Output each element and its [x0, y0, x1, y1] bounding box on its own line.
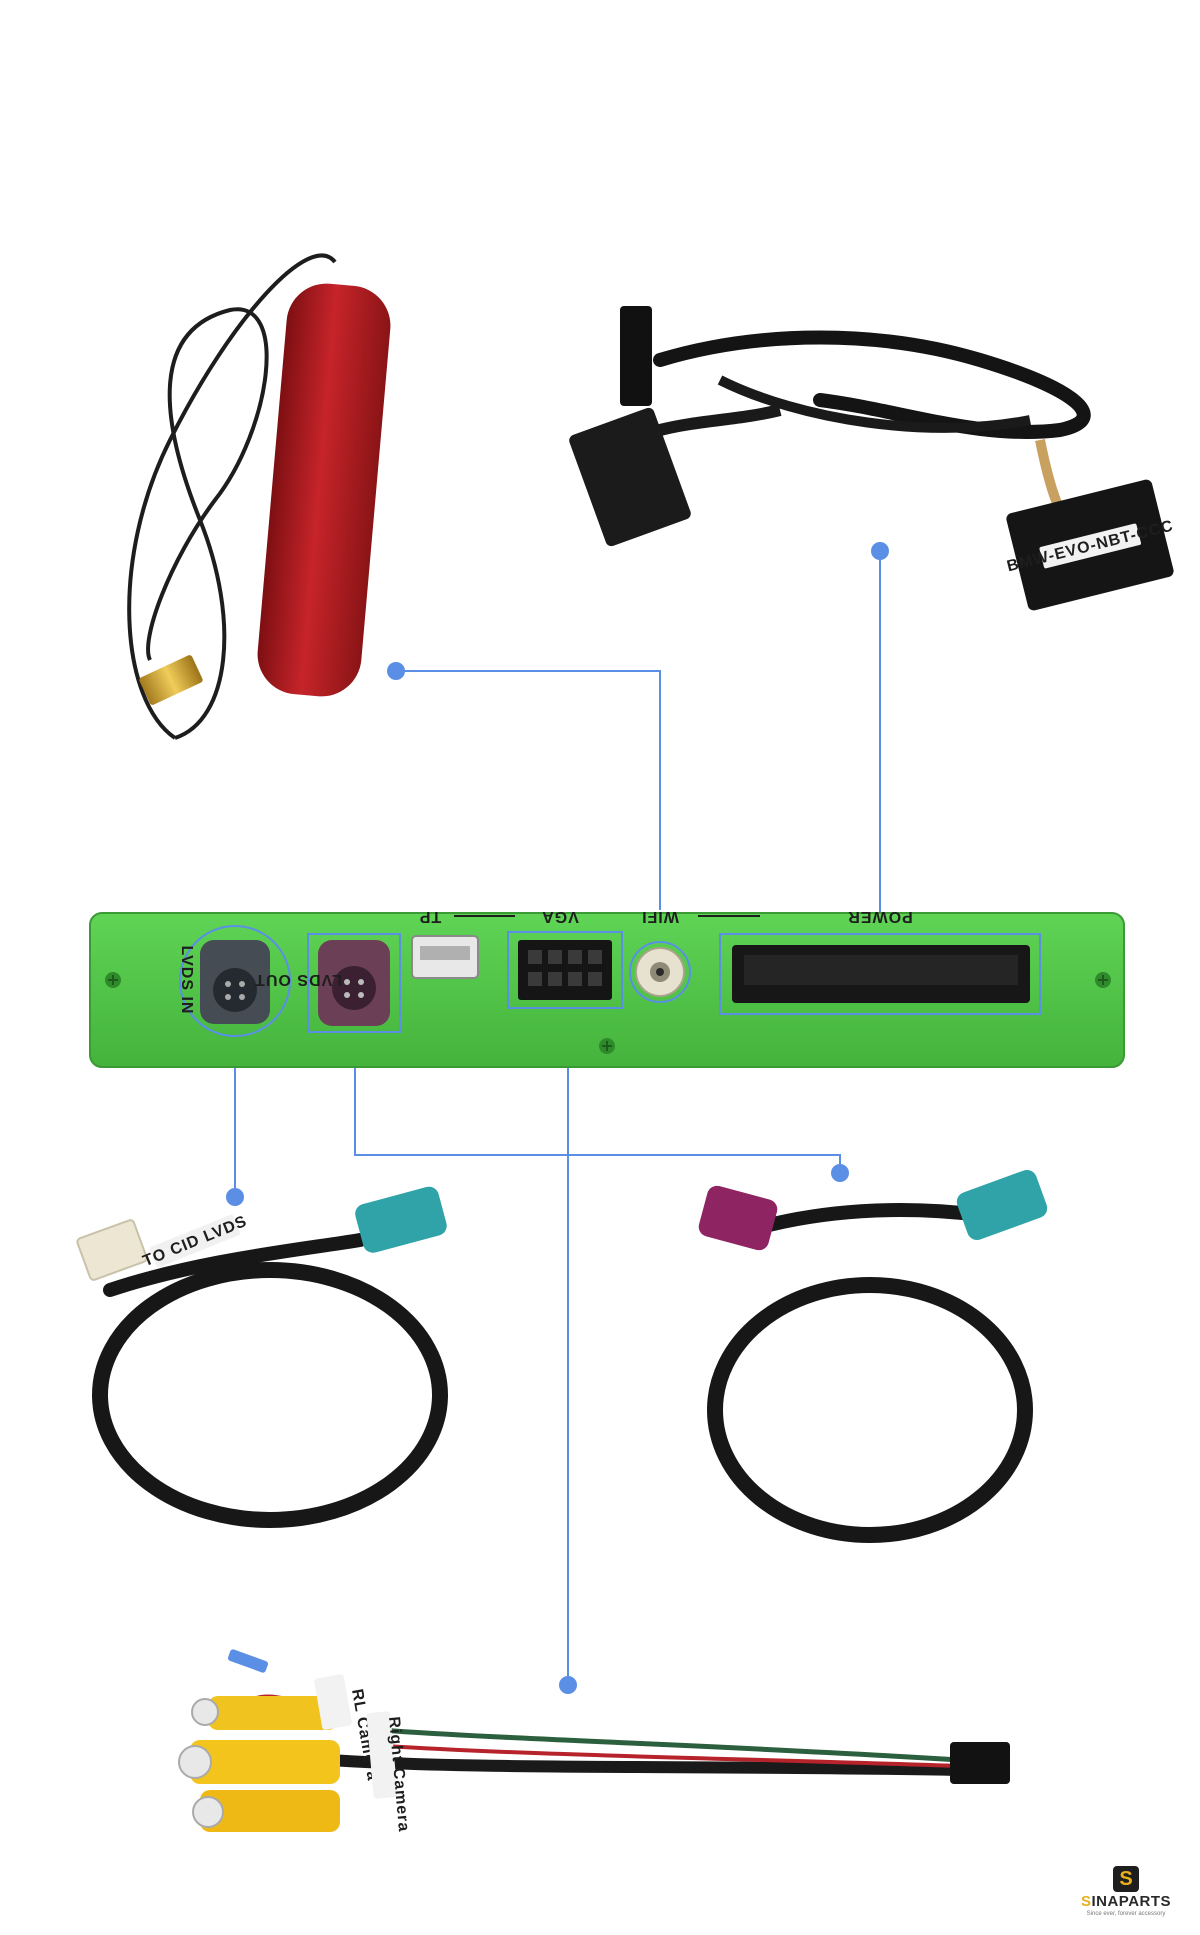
lvds-in-cable-coil [92, 1262, 448, 1528]
power-highlight [719, 933, 1041, 1015]
camera-cable-tag-1 [314, 1674, 352, 1730]
vga-socket [518, 940, 612, 1000]
port-tp[interactable]: TP [411, 908, 515, 979]
camera-cable-loom [329, 1754, 961, 1776]
lvds-in-socket [213, 968, 257, 1012]
port-wifi[interactable]: WIFI [629, 908, 760, 1003]
camera-cable-green-wire [379, 1727, 961, 1763]
port-lvds-in[interactable]: LVDS IN [178, 925, 291, 1037]
logo-name-initial: S [1080, 1893, 1092, 1910]
antenna-cable [127, 253, 337, 740]
line-lvds-out-to-cable [354, 1040, 841, 1170]
lvds-out-cable-lead [748, 1203, 981, 1237]
antenna-body [257, 283, 391, 697]
port-power[interactable]: POWER [719, 908, 1041, 1015]
sma-connector [139, 655, 203, 705]
power-socket-inner [744, 955, 1018, 985]
port-lvds-out[interactable]: LVDS OUT [254, 933, 401, 1033]
lvds-in-cable-plug-teal [355, 1186, 447, 1253]
wifi-label: WIFI [641, 908, 679, 925]
lvds-out-highlight [307, 933, 401, 1033]
board-screw-left [105, 972, 121, 988]
interface-board: LVDS IN LVDS OUT TP VGA [89, 908, 1125, 1068]
lvds-in-cable-tag [149, 1214, 241, 1268]
lvds-in-cable-lead [103, 1233, 367, 1297]
camera-cable: RL Camera Right Camera [178, 1649, 1010, 1833]
port-vga[interactable]: VGA [507, 908, 623, 1009]
tp-label: TP [419, 908, 441, 925]
dot-camera-cable [559, 1676, 577, 1694]
dot-lvds-out-cable [831, 1164, 849, 1182]
lvds-out-socket [332, 966, 376, 1010]
dot-harness [871, 542, 889, 560]
lvds-out-cable-plug-teal [956, 1169, 1048, 1241]
harness-plug-top [620, 306, 652, 406]
lvds-in-cable: TO CID LVDS [76, 1186, 448, 1528]
vga-label: VGA [541, 908, 579, 925]
lvds-out-cable [698, 1169, 1048, 1543]
antenna-cable-loop [146, 307, 269, 740]
harness-loom-3 [658, 404, 782, 436]
logo-tagline: Since ever, forever accessory [1086, 1911, 1166, 1917]
lvds-in-highlight [179, 925, 291, 1037]
wifi-antenna [127, 253, 391, 740]
harness-loom-2 [717, 375, 1031, 433]
dot-antenna [387, 662, 405, 680]
lvds-in-label: LVDS IN [178, 946, 195, 1015]
harness-label [1039, 523, 1141, 569]
board-screw-bottom [599, 1038, 615, 1054]
camera-cable-blue-tip [227, 1649, 269, 1673]
lvds-in-cable-plug-white [76, 1219, 148, 1281]
lvds-out-cable-plug-magenta [698, 1185, 778, 1251]
harness-plug-main [569, 407, 691, 547]
power-harness: BMW-EVO-NBT-CCC [569, 306, 1175, 611]
line-antenna-to-wifi [396, 670, 661, 910]
tp-slot [420, 946, 470, 960]
connection-lines [234, 551, 881, 1684]
camera-cable-red-wire [369, 1743, 961, 1768]
vga-highlight [507, 931, 623, 1009]
logo-name: SINAPARTS [1066, 1893, 1186, 1910]
camera-cable-rca-yellow [178, 1696, 340, 1832]
wifi-highlight [629, 941, 691, 1003]
logo-icon: S [1113, 1866, 1139, 1892]
dot-lvds-in-cable [226, 1188, 244, 1206]
connection-dots [226, 542, 889, 1694]
camera-cable-tag-2 [366, 1711, 398, 1799]
power-label: POWER [847, 908, 912, 925]
brand-logo: S SINAPARTS Since ever, forever accessor… [1066, 1866, 1186, 1922]
lvds-out-label: LVDS OUT [254, 971, 342, 988]
camera-cable-molex-plug [950, 1742, 1010, 1784]
lvds-out-cable-coil [707, 1277, 1033, 1543]
board-screw-right [1095, 972, 1111, 988]
logo-name-rest: INAPARTS [1091, 1893, 1172, 1910]
